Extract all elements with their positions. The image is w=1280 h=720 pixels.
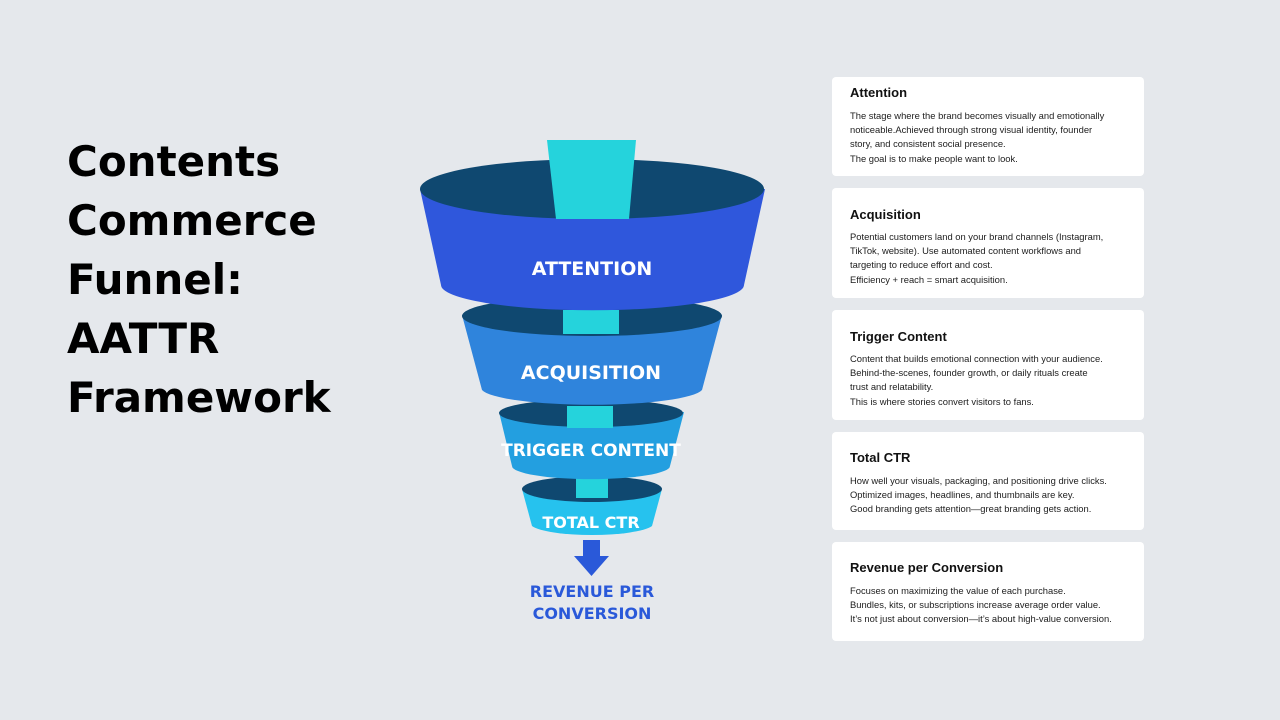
card-title: Attention [850,85,908,100]
card-description: The stage where the brand becomes visual… [850,109,1130,166]
funnel-diagram: TOTAL CTR TRIGGER CONTENT ACQUISITION AT… [420,140,765,623]
title-line: Funnel: [67,255,243,304]
card-attention: Attention The stage where the brand beco… [832,77,1144,176]
funnel-stream [567,406,613,428]
card-line: The stage where the brand becomes visual… [850,110,1105,121]
funnel-tier-ctr-body [522,489,662,535]
card-title: Trigger Content [850,329,947,344]
funnel-label-acquisition: ACQUISITION [521,362,661,384]
funnel-tier-acquisition-body [462,315,722,405]
title-line: Framework [67,373,331,422]
funnel-stream [576,476,608,498]
card-acquisition: Acquisition Potential customers land on … [832,188,1144,298]
card-title: Total CTR [850,450,911,465]
card-total-ctr: Total CTR How well your visuals, packagi… [832,432,1144,530]
revenue-label-line1: REVENUE PER [530,582,654,601]
card-line: The goal is to make people want to look. [850,152,1018,164]
funnel-stream [547,140,636,219]
funnel-stream [563,310,619,334]
card-line: How well your visuals, packaging, and po… [850,475,1107,486]
card-description: Focuses on maximizing the value of each … [850,584,1130,627]
card-line: TikTok, website). Use automated content … [850,245,1082,257]
title-line: Contents [67,137,281,186]
funnel-label-trigger: TRIGGER CONTENT [501,441,681,461]
card-line: Efficiency + reach = smart acquisition. [850,273,1008,285]
title-line: Commerce [67,196,317,245]
card-title: Revenue per Conversion [850,560,1004,575]
card-trigger-content: Trigger Content Content that builds emot… [832,310,1144,420]
funnel-tier-ctr: TOTAL CTR [522,476,662,535]
card-line: Behind-the-scenes, founder growth, or da… [850,367,1088,379]
card-title: Acquisition [850,207,921,222]
card-line: This is where stories convert visitors t… [850,395,1034,407]
funnel-tier-acquisition: ACQUISITION [462,296,722,405]
title-line: AATTR [67,314,220,363]
card-description: Content that builds emotional connection… [850,352,1130,409]
funnel-label-ctr: TOTAL CTR [542,513,639,532]
card-line: It’s not just about conversion—it’s abou… [850,613,1112,625]
card-line: Potential customers land on your brand c… [850,231,1104,242]
funnel-tier-attention: ATTENTION [420,140,765,311]
funnel-label-attention: ATTENTION [532,258,653,280]
page-title: Contents Commerce Funnel: AATTR Framewor… [67,132,367,427]
card-line: noticeable.Achieved through strong visua… [850,124,1093,136]
funnel-tier-trigger: TRIGGER CONTENT [499,399,684,480]
arrow-down-icon [574,540,609,576]
card-description: How well your visuals, packaging, and po… [850,474,1130,517]
card-line: Focuses on maximizing the value of each … [850,585,1066,596]
funnel-tier-trigger-body [499,412,684,480]
funnel-tier-attention-body [420,189,765,311]
card-line: Bundles, kits, or subscriptions increase… [850,599,1101,611]
card-line: Optimized images, headlines, and thumbna… [850,489,1075,501]
card-line: Good branding gets attention—great brand… [850,503,1092,515]
card-line: story, and consistent social presence. [850,138,1006,150]
card-description: Potential customers land on your brand c… [850,230,1130,287]
card-line: Content that builds emotional connection… [850,353,1103,364]
card-line: trust and relatability. [850,381,934,393]
card-revenue-per-conversion: Revenue per Conversion Focuses on maximi… [832,542,1144,641]
revenue-label-line2: CONVERSION [533,604,652,623]
card-line: targeting to reduce effort and cost. [850,259,993,271]
